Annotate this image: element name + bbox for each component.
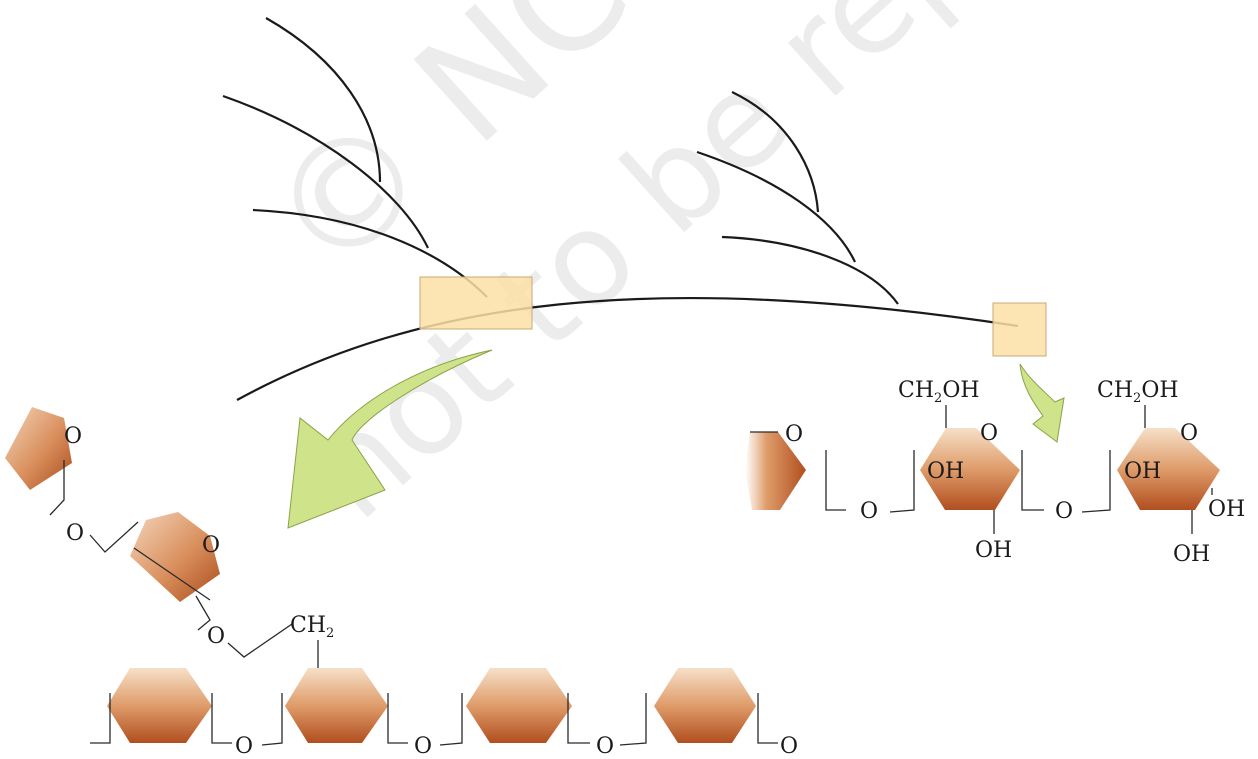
big-curved-arrow (287, 349, 493, 529)
tilted-hexagon-ring (130, 512, 220, 602)
main-chain (236, 296, 1019, 401)
chain-ring-1 (107, 668, 212, 743)
linear-chain-highlight-box (992, 302, 1047, 357)
ring-oxygen-label: O (202, 533, 220, 558)
right-link-oxygen-2: O (1055, 499, 1073, 524)
chain-ring-4 (654, 668, 756, 743)
right-link-oxygen-1: O (860, 499, 878, 524)
pentagon-oxygen-label: O (64, 424, 82, 449)
link-oxygen-1-label: O (66, 521, 84, 546)
branch-right-3 (721, 235, 899, 305)
branch-left-1 (265, 17, 382, 183)
ring2-oh-bottom: OH (1173, 542, 1210, 567)
ring1-oh-inner: OH (927, 459, 964, 484)
partial-ring-pentagon (5, 407, 72, 490)
ring2-oh-inner: OH (1124, 459, 1161, 484)
branch-left-2 (222, 94, 429, 249)
partial-ring-left (745, 432, 806, 510)
ring2-oh-right: OH (1208, 497, 1245, 522)
chain-ring-2 (285, 668, 388, 743)
branch-right-2 (696, 150, 856, 263)
ring1-oxygen: O (980, 421, 998, 446)
ring1-ch2oh: CH2OH (898, 378, 980, 406)
linear-chain-structure: O O O O (90, 668, 798, 759)
linear-detail-structure: O O CH2OH O OH OH O CH2OH O OH OH OH (745, 378, 1245, 567)
small-curved-arrow (1019, 363, 1065, 443)
branch-right-1 (731, 91, 820, 213)
ring1-oh-bottom: OH (975, 538, 1012, 563)
chain-oxygen-4: O (780, 734, 798, 759)
ring2-ch2oh: CH2OH (1097, 378, 1179, 406)
partial-ring-oxygen: O (785, 422, 803, 447)
chain-oxygen-2: O (414, 734, 432, 759)
chain-ring-3 (466, 668, 572, 743)
link-oxygen-2-label: O (207, 624, 225, 649)
chain-oxygen-1: O (235, 734, 253, 759)
branch-point-highlight-box (419, 276, 533, 330)
ring2-oxygen: O (1180, 421, 1198, 446)
right-ring-2 (1117, 428, 1220, 510)
ch2-label: CH2 (290, 613, 334, 641)
branch-point-structure: O O O O CH2 (5, 407, 334, 690)
chain-oxygen-3: O (596, 734, 614, 759)
right-ring-1 (920, 428, 1020, 510)
